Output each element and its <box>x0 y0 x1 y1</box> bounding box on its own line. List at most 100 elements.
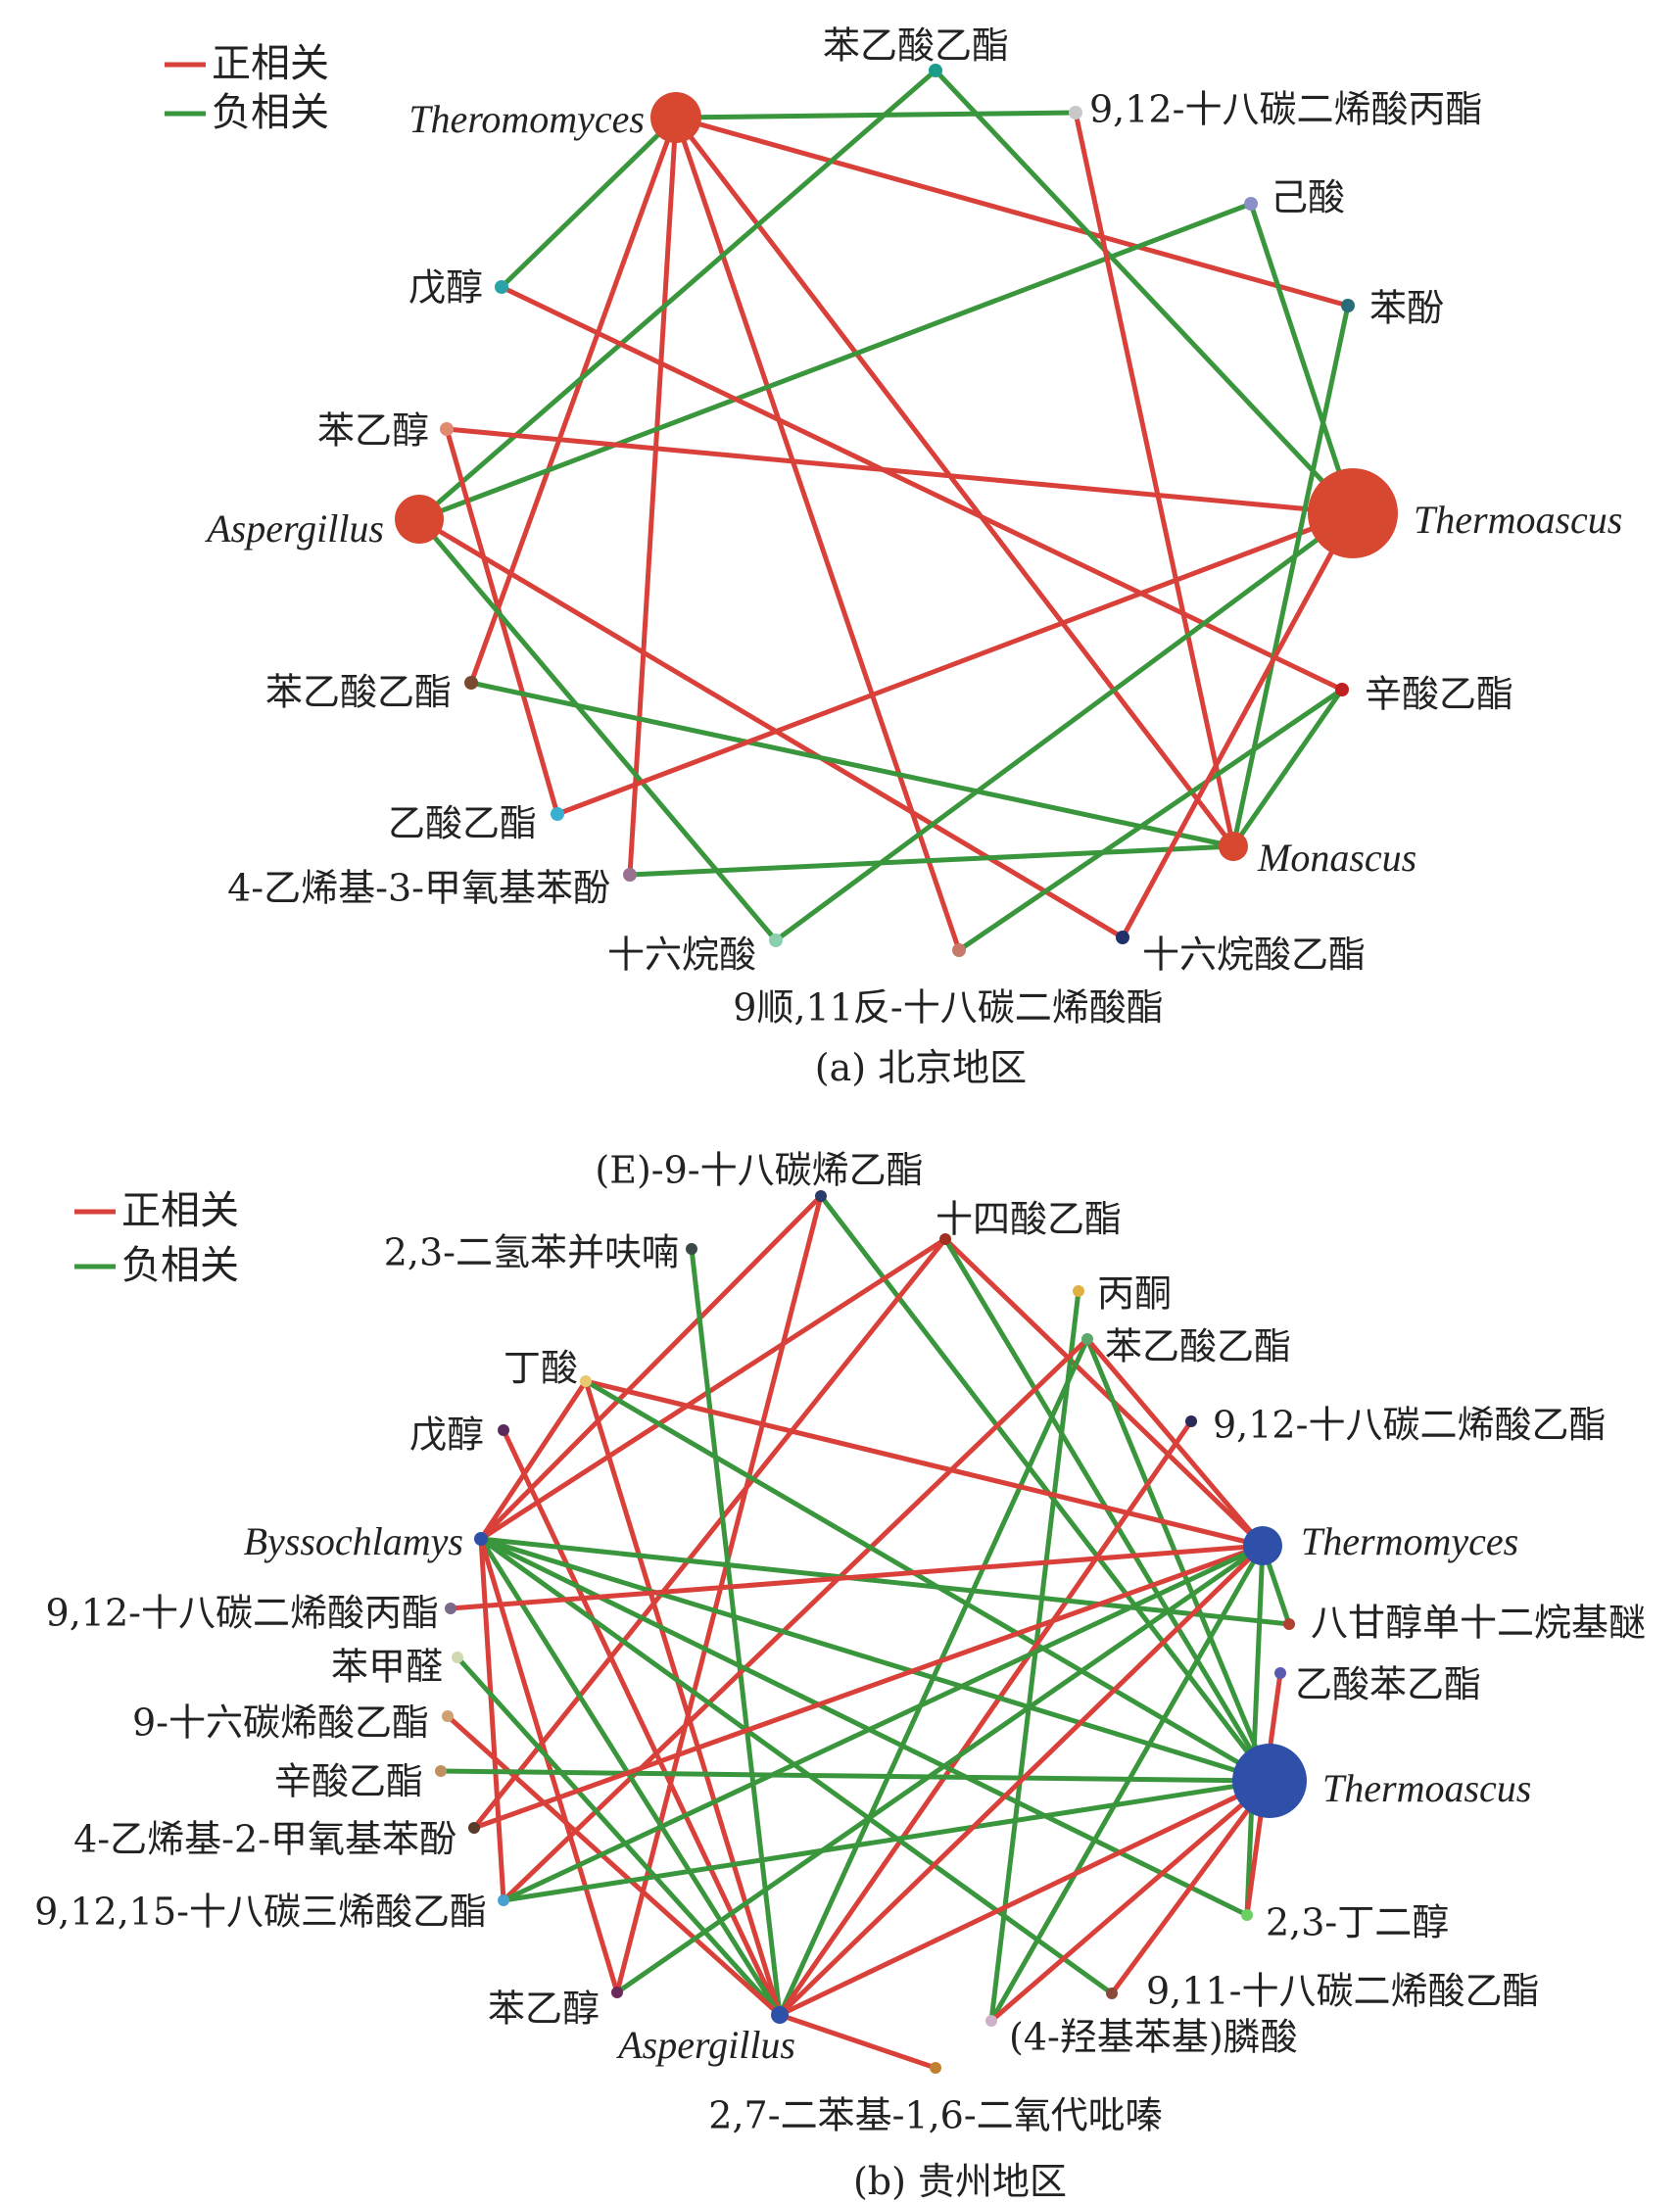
edge-positive-a-phenylethanol-a-ethylacetate <box>444 426 560 817</box>
edge-positive-b-butyric-byssochlamys <box>478 1378 589 1542</box>
edge-positive-a-phenylethanol-thermoascus <box>444 426 1356 516</box>
compound-label-a-ppea2: 苯乙酸乙酯 <box>265 671 452 714</box>
compound-node-a-c18cistrans <box>952 943 966 957</box>
edge-negative-b-phenylethanol-thermomyces <box>614 1543 1266 1995</box>
edge-negative-byssochlamys-b-octaethylene <box>478 1536 1292 1627</box>
genus-label-aspergillus: Aspergillus <box>615 2023 795 2067</box>
compound-node-b-e9 <box>815 1190 827 1202</box>
edge-negative-a-hexanoic-thermoascus <box>1248 201 1356 516</box>
compound-node-b-butanediol <box>1241 1909 1253 1921</box>
compound-node-b-c18ethyl <box>1185 1415 1197 1427</box>
compound-label-b-c18ethyl: 9,12-十八碳二烯酸乙酯 <box>1213 1404 1606 1447</box>
compound-label-b-vinylguaiacol: 4-乙烯基-2-甲氧基苯酚 <box>73 1818 456 1861</box>
edge-negative-a-phenol-monascus <box>1230 303 1351 849</box>
edge-positive-b-tetradecanoate-b-vinylguaiacol <box>471 1236 948 1831</box>
compound-node-b-ppea <box>1081 1333 1093 1345</box>
compound-label-b-dihydrobenzofuran: 2,3-二氢苯并呋喃 <box>384 1231 679 1274</box>
compound-label-b-c18tri: 9,12,15-十八碳三烯酸乙酯 <box>34 1891 487 1934</box>
compound-label-a-pentanol: 戊醇 <box>408 266 483 310</box>
edges-a <box>416 68 1356 953</box>
edge-positive-theromomyces-a-phenol <box>673 115 1351 309</box>
edge-positive-b-tetradecanoate-thermomyces <box>942 1236 1266 1549</box>
compound-label-b-benzaldehyde: 苯甲醛 <box>331 1646 443 1689</box>
edge-negative-a-palmitic-thermoascus <box>773 510 1356 943</box>
edge-positive-aspergillus-b-phenazine <box>777 2012 938 2071</box>
edge-positive-thermoascus-b-phosphonic <box>988 1778 1272 2024</box>
compound-node-b-phenazine <box>930 2062 941 2074</box>
edge-negative-a-ethyloctanoate-monascus <box>1230 687 1345 849</box>
genus-node-thermoascus <box>1232 1744 1307 1818</box>
compound-label-a-palmitic: 十六烷酸 <box>607 934 756 977</box>
edge-negative-a-ppea1-thermoascus <box>933 68 1356 516</box>
edge-positive-a-ethylacetate-thermoascus <box>554 510 1356 817</box>
compound-node-b-tetradecanoate <box>939 1233 951 1245</box>
edge-negative-a-vinylguaiacol-monascus <box>627 843 1236 878</box>
edge-positive-a-ethylpalmitate-thermoascus <box>1120 510 1356 940</box>
edge-positive-b-tetradecanoate-byssochlamys <box>478 1236 948 1542</box>
genus-node-monascus <box>1219 832 1248 861</box>
compound-label-b-phenylethanol: 苯乙醇 <box>488 1988 600 2031</box>
genus-label-thermoascus: Thermoascus <box>1322 1766 1531 1810</box>
edges-b <box>438 1193 1292 2071</box>
edge-positive-b-butyric-aspergillus <box>583 1378 783 2018</box>
compound-node-b-phenethylacetate <box>1274 1667 1286 1679</box>
edge-positive-b-pentanol-aspergillus <box>501 1427 783 2018</box>
edge-positive-byssochlamys-b-phenylethanol <box>478 1536 620 1995</box>
genus-node-aspergillus <box>395 495 444 544</box>
compound-label-a-c18prop: 9,12-十八碳二烯酸丙酯 <box>1089 88 1482 131</box>
genus-label-thermoascus: Thermoascus <box>1414 498 1622 542</box>
edge-positive-theromomyces-a-vinylguaiacol <box>627 115 679 878</box>
compound-label-b-butanediol: 2,3-丁二醇 <box>1266 1901 1449 1944</box>
caption-beijing: (a) 北京地区 <box>815 1046 1027 1089</box>
edge-positive-thermoascus-aspergillus <box>777 1778 1272 2018</box>
legend-negative-label: 负相关 <box>121 1243 239 1288</box>
edge-negative-a-c18cistrans-a-ethyloctanoate <box>956 687 1345 953</box>
compound-node-a-phenylethanol <box>440 422 454 436</box>
edge-negative-a-hexanoic-aspergillus <box>416 201 1254 522</box>
compound-label-b-acetone: 丙酮 <box>1097 1272 1172 1316</box>
compound-label-b-ppea: 苯乙酸乙酯 <box>1105 1325 1291 1368</box>
compound-label-b-phosphonic: (4-羟基苯基)膦酸 <box>1009 2016 1298 2059</box>
compound-label-a-hexanoic: 己酸 <box>1271 176 1345 219</box>
edge-negative-b-butyric-thermoascus <box>583 1378 1272 1784</box>
edge-positive-b-ppea-b-c18tri <box>501 1336 1090 1903</box>
edge-positive-b-c18prop-thermomyces <box>448 1543 1266 1611</box>
genus-label-byssochlamys: Byssochlamys <box>244 1519 463 1563</box>
edge-negative-thermomyces-b-phosphonic <box>988 1543 1266 2024</box>
compound-label-b-c18ethyl911: 9,11-十八碳二烯酸乙酯 <box>1146 1970 1539 2013</box>
edge-positive-thermoascus-b-c18ethyl911 <box>1109 1778 1272 1996</box>
caption-guizhou: (b) 贵州地区 <box>853 2160 1067 2203</box>
edge-negative-b-acetone-b-phosphonic <box>988 1288 1081 2024</box>
legend-negative-label: 负相关 <box>212 90 329 135</box>
compound-node-b-c18ethyl911 <box>1106 1988 1118 1999</box>
genus-node-theromomyces <box>650 92 701 143</box>
compound-node-a-hexanoic <box>1244 197 1258 211</box>
compound-label-a-ethyloctanoate: 辛酸乙酯 <box>1365 673 1513 716</box>
compound-node-b-butyric <box>580 1375 592 1387</box>
edge-positive-thermomyces-aspergillus <box>777 1543 1266 2018</box>
edge-negative-b-benzaldehyde-aspergillus <box>455 1654 783 2018</box>
compound-label-a-c18cistrans: 9顺,11反-十八碳二烯酸酯 <box>733 986 1163 1030</box>
edge-negative-a-ppea2-monascus <box>468 680 1236 849</box>
compound-node-b-dihydrobenzofuran <box>686 1243 697 1255</box>
compound-label-b-pentanol: 戊醇 <box>409 1413 484 1457</box>
compound-label-a-ethylpalmitate: 十六烷酸乙酯 <box>1142 934 1366 977</box>
edge-positive-b-e9-byssochlamys <box>478 1193 824 1542</box>
compound-node-b-benzaldehyde <box>452 1652 463 1663</box>
compound-label-a-ethylacetate: 乙酸乙酯 <box>388 802 537 845</box>
legend-a: 正相关 负相关 <box>165 41 329 135</box>
compound-node-a-ppea2 <box>464 676 478 690</box>
edge-positive-aspergillus-a-ethylpalmitate <box>416 516 1126 940</box>
compound-node-b-acetone <box>1073 1285 1084 1297</box>
compound-label-a-phenol: 苯酚 <box>1369 287 1444 330</box>
compound-label-b-phenethylacetate: 乙酸苯乙酯 <box>1295 1663 1481 1706</box>
compound-label-b-c16ene: 9-十六碳烯酸乙酯 <box>132 1701 429 1745</box>
edge-positive-theromomyces-monascus <box>673 115 1236 849</box>
edge-negative-theromomyces-a-pentanol <box>499 115 679 290</box>
edge-negative-b-e9-thermoascus <box>818 1193 1272 1784</box>
compound-node-b-phosphonic <box>985 2015 997 2027</box>
